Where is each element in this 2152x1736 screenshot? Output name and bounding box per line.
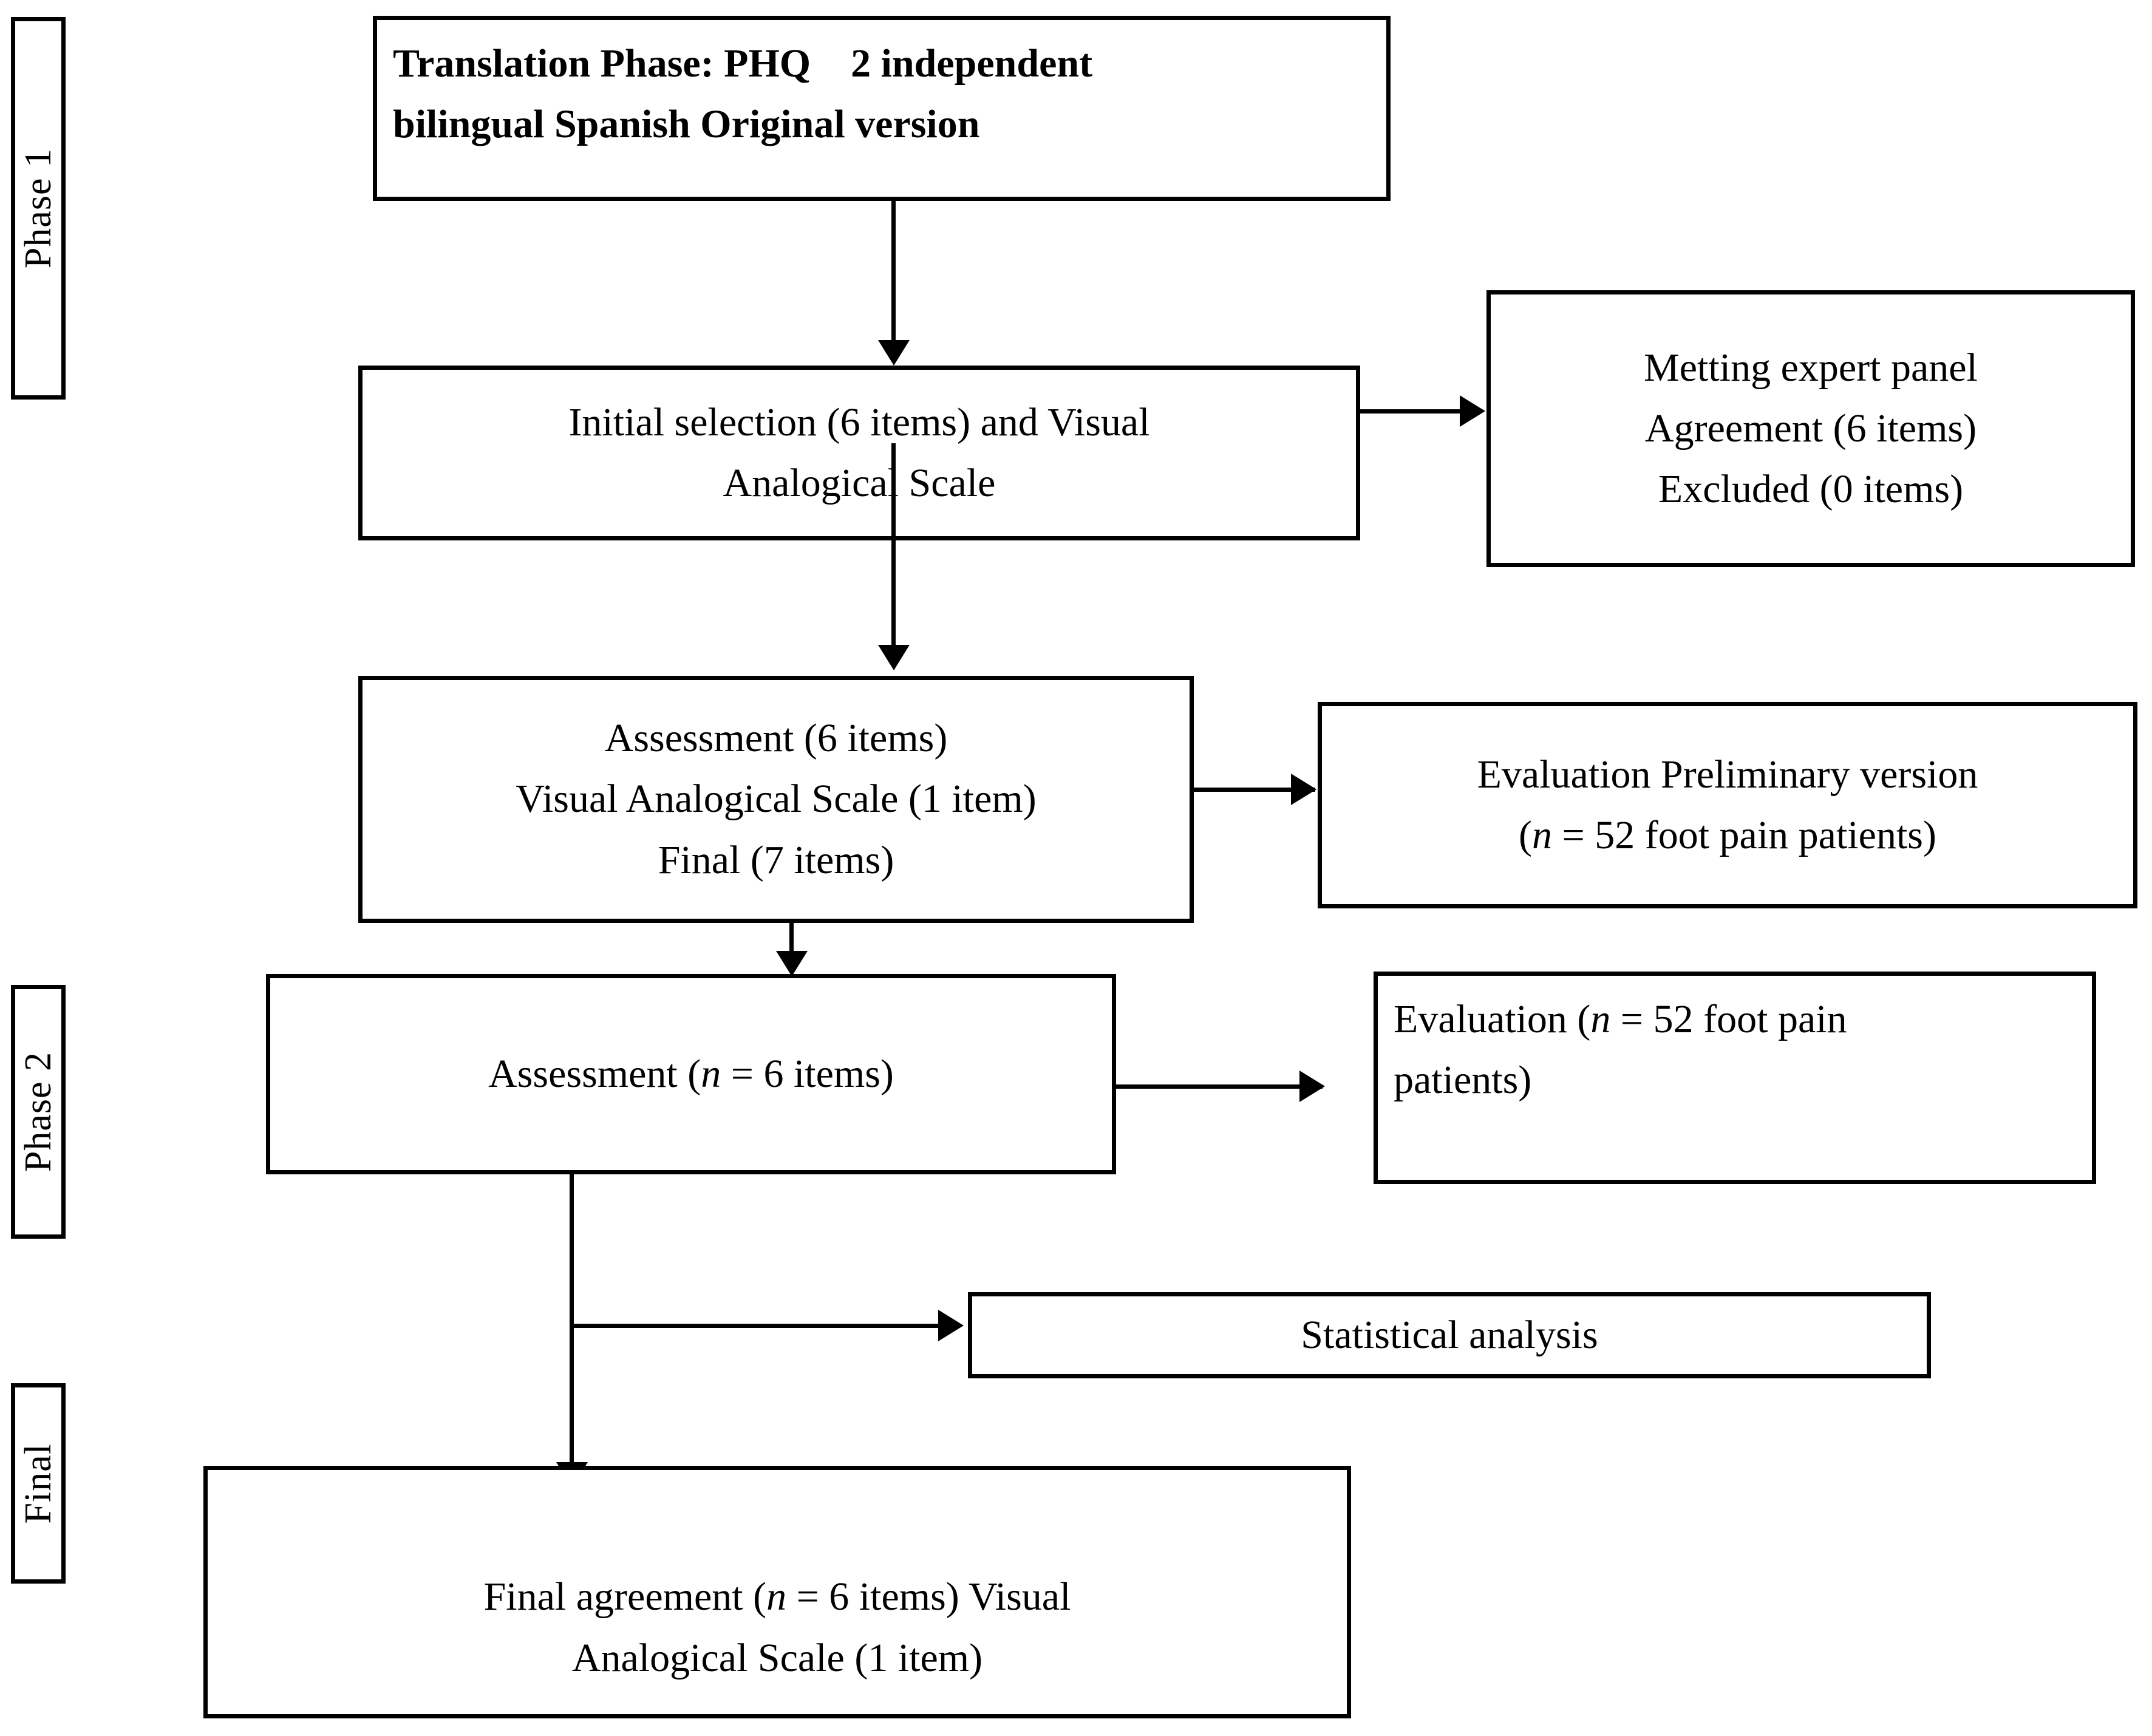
arrowhead-branch-to-statistical-analysis (938, 1310, 964, 1341)
node-final-agreement: Final agreement (n = 6 items) Visual Ana… (203, 1466, 1351, 1718)
connector-initial-to-expert-panel (1360, 409, 1476, 414)
node-assessment-n6: Assessment (n = 6 items) (266, 974, 1116, 1174)
final-agreement-value: = 6 items) Visual (786, 1574, 1071, 1619)
evaluation-52-value: = 52 foot pain (1610, 997, 1847, 1041)
evaluation-52-line-2: patients) (1394, 1058, 1532, 1103)
final-agreement-n-symbol: n (766, 1574, 787, 1619)
assessment-items-line-1: Assessment (6 items) (604, 716, 948, 761)
arrowhead-assessment-n6-to-evaluation-52 (1299, 1071, 1325, 1102)
connector-assessment-to-evaluation-preliminary (1194, 788, 1315, 792)
statistical-analysis-text: Statistical analysis (1301, 1312, 1598, 1357)
phase-label-phase-2: Phase 2 (11, 985, 66, 1239)
translation-phase-line-2: bilingual Spanish Original version (393, 102, 980, 147)
evaluation-preliminary-n-symbol: n (1532, 813, 1553, 857)
connector-translation-to-initial (891, 201, 896, 342)
evaluation-52-prefix: Evaluation ( (1394, 997, 1591, 1041)
arrowhead-assessment-to-evaluation-preliminary (1291, 774, 1316, 805)
evaluation-52-line-1: Evaluation (n = 52 foot pain (1394, 989, 2092, 1050)
assessment-n6-value: = 6 items) (721, 1051, 894, 1096)
translation-phase-bold-text: Translation Phase: PHQ (393, 41, 811, 86)
expert-panel-line-1: Metting expert panel (1644, 345, 1978, 390)
node-statistical-analysis: Statistical analysis (968, 1292, 1931, 1378)
arrowhead-initial-to-assessment (878, 645, 910, 670)
translation-phase-rest-text: 2 independent (851, 41, 1093, 86)
connector-assessment-n6-to-evaluation-52 (1116, 1084, 1323, 1089)
node-assessment-items: Assessment (6 items) Visual Analogical S… (358, 676, 1194, 923)
translation-phase-line-1: Translation Phase: PHQ 2 independent (393, 33, 1386, 94)
connector-assessment-to-assessment-n6 (789, 923, 794, 953)
expert-panel-line-2: Agreement (6 items) (1644, 406, 1977, 451)
evaluation-52-n-symbol: n (1590, 997, 1611, 1041)
evaluation-preliminary-line-1: Evaluation Preliminary version (1477, 752, 1978, 797)
evaluation-preliminary-value: = 52 foot pain patients) (1552, 813, 1936, 857)
node-expert-panel: Metting expert panel Agreement (6 items)… (1486, 290, 2135, 567)
arrowhead-initial-to-expert-panel (1460, 395, 1485, 427)
node-initial-selection: Initial selection (6 items) and Visual A… (358, 366, 1360, 540)
initial-selection-line-1: Initial selection (6 items) and Visual (568, 400, 1150, 444)
node-translation-phase: Translation Phase: PHQ 2 independent bil… (373, 16, 1391, 201)
connector-assessment-n6-down (570, 1174, 574, 1484)
final-label-text: Final (17, 1443, 59, 1524)
connector-branch-to-statistical-analysis (570, 1324, 958, 1328)
assessment-n6-n-symbol: n (701, 1051, 721, 1096)
evaluation-preliminary-paren-open: ( (1519, 813, 1533, 857)
phase-1-label-text: Phase 1 (17, 148, 59, 269)
final-agreement-line-1: Final agreement (n = 6 items) Visual (208, 1567, 1347, 1627)
node-evaluation-52: Evaluation (n = 52 foot pain patients) (1374, 972, 2096, 1184)
final-agreement-line-2: Analogical Scale (1 item) (571, 1635, 983, 1680)
assessment-n6-text: Assessment (n = 6 items) (270, 1044, 1112, 1105)
initial-selection-line-2: Analogical Scale (723, 461, 996, 505)
assessment-items-line-2: Visual Analogical Scale (1 item) (516, 777, 1037, 822)
assessment-n6-prefix: Assessment ( (488, 1051, 701, 1096)
assessment-items-line-3: Final (7 items) (658, 837, 894, 882)
phase-label-phase-1: Phase 1 (11, 17, 66, 400)
final-agreement-prefix: Final agreement ( (483, 1574, 767, 1619)
evaluation-preliminary-line-2: (n = 52 foot pain patients) (1322, 805, 2133, 866)
connector-initial-to-assessment (891, 443, 896, 648)
phase-label-final: Final (11, 1383, 66, 1584)
phase-2-label-text: Phase 2 (17, 1051, 59, 1173)
arrowhead-translation-to-initial (878, 340, 910, 366)
expert-panel-line-3: Excluded (0 items) (1658, 467, 1964, 512)
node-evaluation-preliminary: Evaluation Preliminary version (n = 52 f… (1318, 702, 2137, 908)
arrowhead-assessment-to-assessment-n6 (776, 951, 808, 976)
